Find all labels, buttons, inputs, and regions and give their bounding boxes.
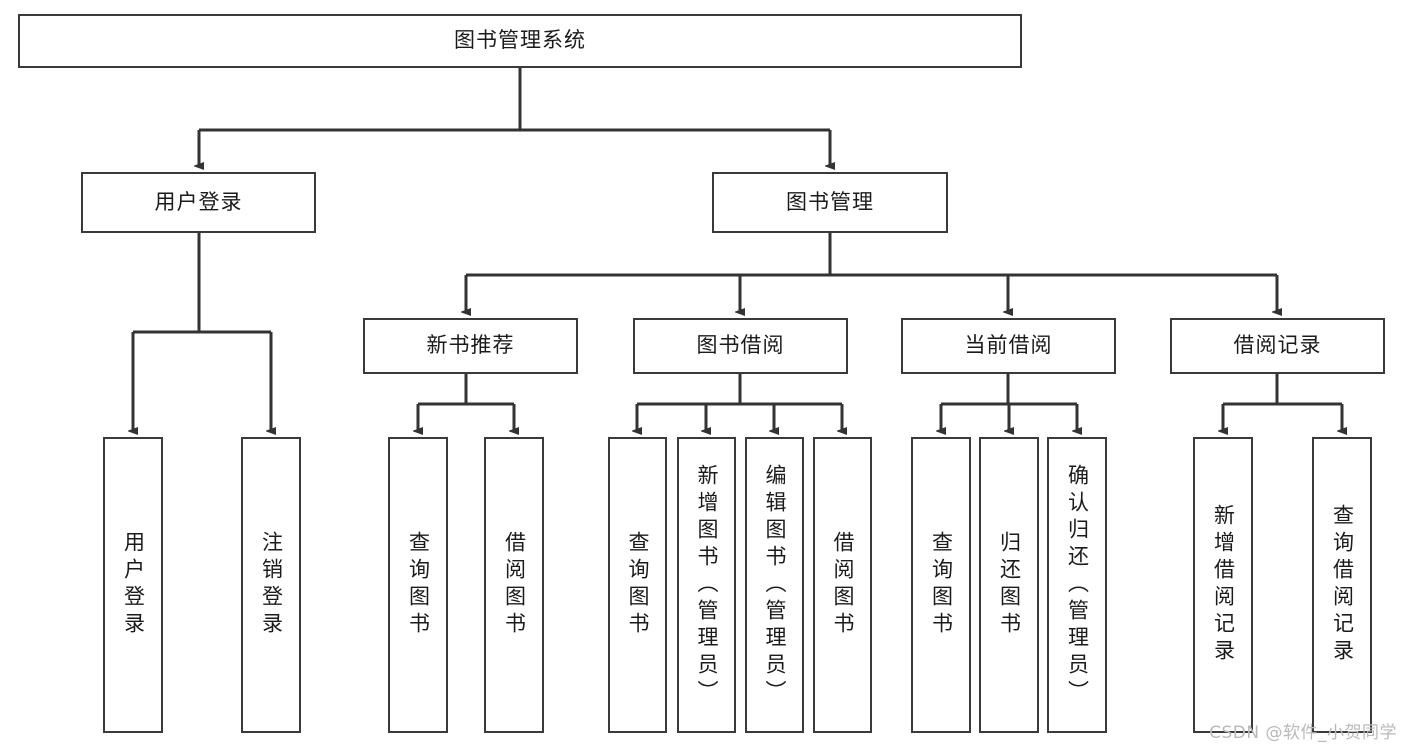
node-book-borrow[interactable]: 图书借阅 — [633, 318, 848, 374]
node-current-borrow-label: 当前借阅 — [964, 333, 1053, 358]
node-leaf-query-book-2[interactable]: 查询图书 — [608, 437, 667, 733]
node-leaf-add-book-label: 新增图书（管理员） — [695, 463, 719, 707]
node-leaf-confirm-return[interactable]: 确认归还（管理员） — [1047, 437, 1107, 733]
node-leaf-add-book[interactable]: 新增图书（管理员） — [677, 437, 736, 733]
node-leaf-borrow-book-2[interactable]: 借阅图书 — [813, 437, 872, 733]
node-leaf-query-book-3[interactable]: 查询图书 — [911, 437, 971, 733]
node-borrow-record-label: 借阅记录 — [1233, 333, 1322, 358]
node-leaf-query-book-1[interactable]: 查询图书 — [388, 437, 448, 733]
node-leaf-borrow-book-1-label: 借阅图书 — [502, 531, 527, 639]
node-root-label: 图书管理系统 — [454, 28, 586, 53]
node-leaf-query-book-2-label: 查询图书 — [626, 531, 650, 639]
node-leaf-borrow-book-2-label: 借阅图书 — [831, 531, 855, 639]
node-leaf-add-record-label: 新增借阅记录 — [1211, 504, 1236, 666]
node-leaf-query-book-3-label: 查询图书 — [929, 531, 954, 639]
node-leaf-edit-book-label: 编辑图书（管理员） — [763, 463, 787, 707]
node-leaf-logout-login-label: 注销登录 — [259, 531, 284, 639]
node-user-login-label: 用户登录 — [154, 189, 243, 214]
watermark-text: CSDN @软件_小贺同学 — [1209, 723, 1397, 743]
node-user-login[interactable]: 用户登录 — [81, 172, 316, 233]
node-book-borrow-label: 图书借阅 — [696, 333, 785, 358]
node-borrow-record[interactable]: 借阅记录 — [1170, 318, 1385, 374]
node-leaf-user-login[interactable]: 用户登录 — [103, 437, 163, 733]
node-leaf-query-record[interactable]: 查询借阅记录 — [1312, 437, 1372, 733]
node-leaf-edit-book[interactable]: 编辑图书（管理员） — [745, 437, 804, 733]
node-leaf-query-book-1-label: 查询图书 — [406, 531, 431, 639]
node-leaf-logout-login[interactable]: 注销登录 — [241, 437, 301, 733]
node-book-manage-label: 图书管理 — [786, 189, 874, 214]
node-leaf-add-record[interactable]: 新增借阅记录 — [1193, 437, 1253, 733]
node-current-borrow[interactable]: 当前借阅 — [901, 318, 1116, 374]
node-leaf-borrow-book-1[interactable]: 借阅图书 — [484, 437, 544, 733]
node-leaf-query-record-label: 查询借阅记录 — [1330, 504, 1355, 666]
node-leaf-confirm-return-label: 确认归还（管理员） — [1065, 463, 1090, 707]
node-leaf-user-login-label: 用户登录 — [121, 531, 146, 639]
node-book-manage[interactable]: 图书管理 — [712, 172, 948, 233]
node-new-book-rec[interactable]: 新书推荐 — [363, 318, 578, 374]
node-leaf-return-book[interactable]: 归还图书 — [979, 437, 1039, 733]
node-new-book-rec-label: 新书推荐 — [426, 333, 515, 358]
node-root[interactable]: 图书管理系统 — [18, 14, 1022, 68]
node-leaf-return-book-label: 归还图书 — [997, 531, 1022, 639]
